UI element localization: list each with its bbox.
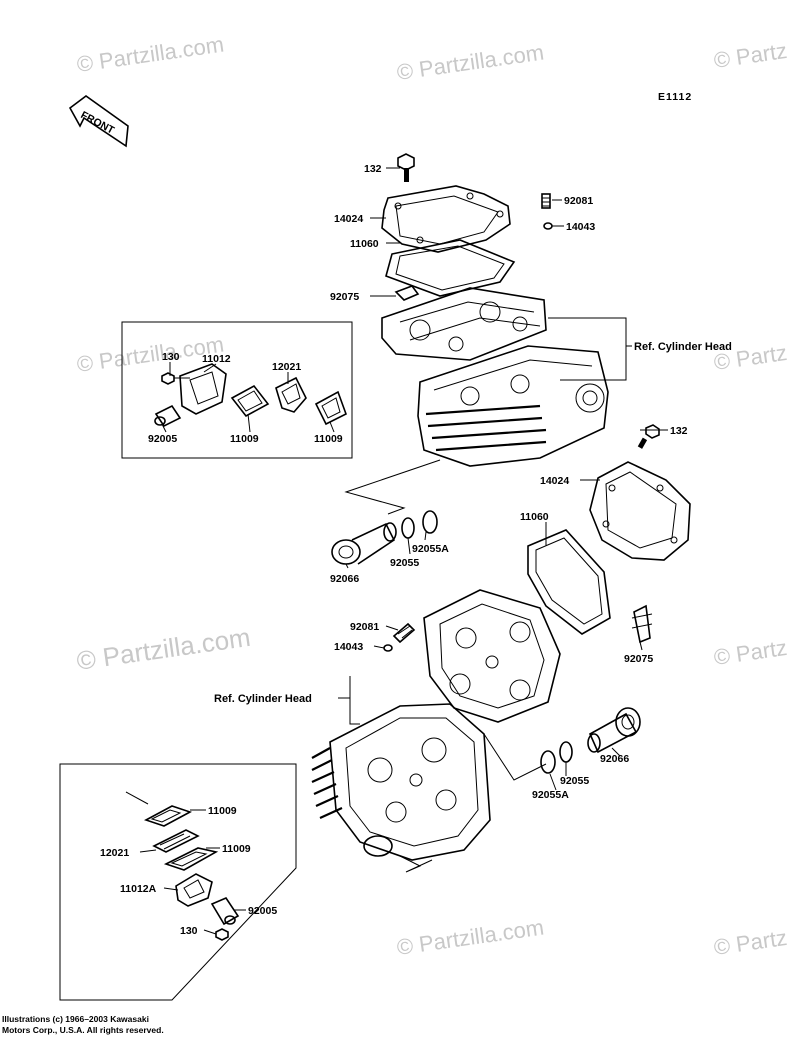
intake-pipe-lower [540, 707, 641, 774]
part-label-92075: 92075 [624, 653, 653, 665]
head-cover-14024-top [381, 185, 511, 253]
part-label-92055: 92055 [560, 775, 589, 787]
part-label-14043: 14043 [566, 221, 595, 233]
part-label-11009: 11009 [222, 843, 251, 855]
oil-guide-92075-right [633, 604, 651, 644]
o-ring-92055-upper [401, 517, 415, 539]
part-label-132: 132 [670, 425, 688, 437]
oil-guide-92075-top [394, 285, 420, 301]
part-label-14024: 14024 [540, 475, 569, 487]
part-label-130: 130 [162, 351, 180, 363]
head-cover-14024-right [589, 461, 691, 561]
part-label-12021: 12021 [272, 361, 301, 373]
watermark: © Partzilla.com [75, 622, 253, 676]
cam-holder-front [423, 589, 561, 723]
watermark-partial: © Partz [712, 38, 788, 73]
part-label-11009: 11009 [230, 433, 259, 445]
part-label-11009: 11009 [314, 433, 343, 445]
o-ring-92055A-upper [422, 510, 438, 534]
watermark: © Partzilla.com [395, 915, 545, 960]
connector-zigzag-top [344, 459, 441, 515]
washer-14043-top [543, 222, 553, 230]
part-label-92081: 92081 [350, 621, 379, 633]
stud-92081-mid [392, 622, 416, 644]
watermark: © Partzilla.com [75, 32, 225, 77]
bolt-132-top [397, 153, 415, 182]
diagram-code: E1112 [658, 91, 692, 103]
gasket-11060-right [527, 529, 611, 635]
front-arrow-icon: FRONT [68, 95, 129, 148]
part-label-92055A: 92055A [412, 543, 449, 555]
part-labels: 132 14024 92081 14043 11060 92075 130 11… [100, 163, 688, 937]
part-label-92081: 92081 [564, 195, 593, 207]
part-label-92005: 92005 [248, 905, 277, 917]
o-ring-92055A-lower [540, 750, 556, 774]
copyright-notice: Illustrations (c) 1966–2003 Kawasaki Mot… [2, 1014, 164, 1035]
ref-cylinder-head-mid: Ref. Cylinder Head [214, 693, 312, 705]
cylinder-head-front [329, 703, 491, 861]
front-head-assembly: Ref. Cylinder Head [214, 589, 561, 873]
part-label-132: 132 [364, 163, 382, 175]
cam-holder-top [381, 287, 547, 361]
reed-valve-box-bottom [59, 763, 297, 1001]
part-label-92055A: 92055A [532, 789, 569, 801]
leader-lines [139, 167, 668, 935]
o-ring-92055-lower [559, 741, 573, 763]
part-label-14043: 14043 [334, 641, 363, 653]
stud-92081-top [541, 193, 551, 209]
watermark: © Partzilla.com [395, 40, 545, 85]
part-label-92066: 92066 [600, 753, 629, 765]
part-label-11009: 11009 [208, 805, 237, 817]
part-label-11060: 11060 [520, 511, 549, 523]
washer-14043-mid [383, 644, 393, 652]
rear-head-assembly: Ref. Cylinder Head [381, 153, 732, 467]
part-label-92005: 92005 [148, 433, 177, 445]
part-label-130: 130 [180, 925, 198, 937]
bolt-132-right [637, 424, 660, 449]
gasket-11060-top [385, 239, 516, 297]
intake-pipe-upper [331, 510, 438, 565]
cylinder-head-rear [417, 345, 609, 467]
part-label-92066: 92066 [330, 573, 359, 585]
reed-valve-box-top [121, 321, 353, 459]
part-label-11060: 11060 [350, 238, 379, 250]
ref-cylinder-head-top: Ref. Cylinder Head [634, 341, 732, 353]
part-label-12021: 12021 [100, 847, 129, 859]
part-label-14024: 14024 [334, 213, 363, 225]
watermark-partial: © Partz [712, 635, 788, 670]
front-head-cover-group [527, 424, 691, 644]
part-label-92055: 92055 [390, 557, 419, 569]
part-label-11012: 11012 [202, 353, 231, 365]
part-label-92075: 92075 [330, 291, 359, 303]
part-label-11012A: 11012A [120, 883, 157, 895]
watermark-partial: © Partz [712, 925, 788, 960]
